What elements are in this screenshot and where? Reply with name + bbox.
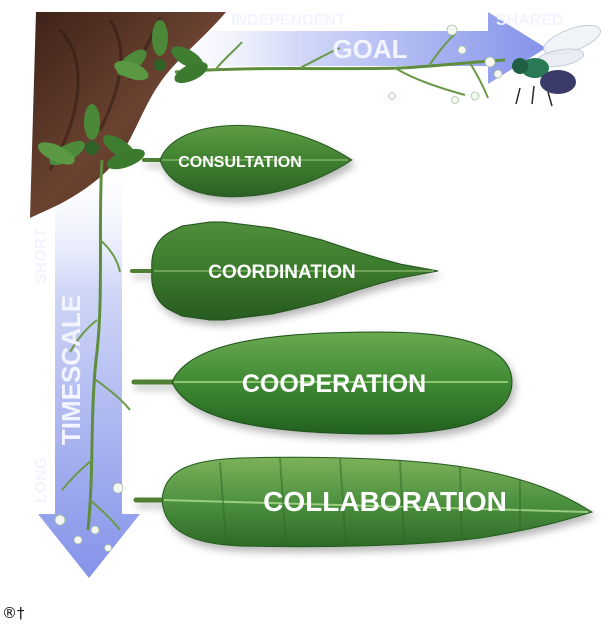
goal-arrow [160, 12, 546, 84]
leaf-cooperation [131, 331, 513, 435]
middle-rosette [37, 104, 145, 170]
goal-end-label: SHARED [496, 12, 564, 29]
leaf-coordination [130, 221, 439, 321]
flower-cluster-bottom [54, 482, 124, 552]
vertical-stem-branches [61, 239, 131, 531]
level-label-collaboration: COLLABORATION [263, 486, 507, 517]
timescale-title: TIMESCALE [56, 295, 86, 445]
vertical-stem [86, 159, 104, 531]
level-label-consultation: CONSULTATION [178, 154, 302, 171]
level-label-cooperation: COOPERATION [242, 370, 426, 398]
tree-bark [30, 12, 226, 218]
goal-title: GOAL [332, 34, 407, 64]
leaf-consultation [142, 125, 353, 198]
timescale-end-label: LONG [33, 457, 50, 503]
flower-cluster-top [388, 24, 503, 104]
leaf-collaboration [133, 456, 594, 548]
level-label-coordination: COORDINATION [208, 262, 355, 283]
horizontal-stem-branches [214, 33, 489, 99]
timescale-arrow [38, 168, 140, 578]
top-rosette [114, 20, 208, 84]
timescale-start-label: SHORT [33, 228, 50, 284]
bee-illustration [512, 24, 601, 107]
footer-mark: ®† [2, 604, 25, 622]
goal-start-label: INDEPENDENT [231, 12, 346, 29]
horizontal-stem [174, 58, 506, 74]
